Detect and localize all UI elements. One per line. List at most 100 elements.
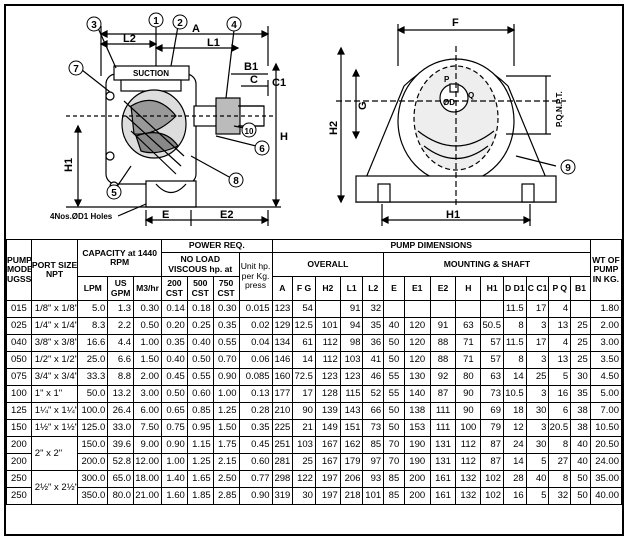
cell-unit: 0.06: [238, 351, 273, 369]
cell-g: 72.5: [292, 368, 316, 386]
cell-l2: 73: [362, 419, 385, 437]
header-mounting: MOUNTING & SHAFT: [383, 252, 591, 277]
callout-2: 2: [177, 18, 183, 29]
cell-wt: 3.00: [589, 334, 622, 352]
end-view-labels: F P ØD Q G H2 P.Q.N.P.T. H1: [328, 17, 564, 221]
cell-a: 134: [271, 334, 294, 352]
cell-b1: 40: [570, 453, 591, 471]
cell-c750: 2.15: [212, 453, 240, 471]
cell-e2: 111: [429, 419, 457, 437]
cell-model: 200: [6, 453, 32, 471]
cell-c200: 1.00: [161, 453, 188, 471]
cell-c750: 0.30: [212, 300, 240, 318]
cell-c1: 40: [525, 470, 550, 488]
cell-e1: 200: [403, 470, 431, 488]
cell-port-size: 3/4" x 3/4": [30, 368, 79, 386]
cell-model: 100: [6, 385, 32, 403]
cell-g: 14: [292, 351, 316, 369]
cell-l2: 52: [362, 385, 385, 403]
cell-e2: 161: [429, 487, 457, 505]
cell-wt: 20.50: [589, 436, 622, 454]
cell-c1: 3: [525, 351, 550, 369]
cell-d1: 18: [502, 402, 527, 420]
cell-lpm: 350.0: [77, 487, 109, 505]
cell-h1: 57: [480, 334, 504, 352]
cell-q: 27: [548, 453, 572, 471]
cell-gpm: 6.6: [107, 351, 135, 369]
callout-4: 4: [231, 20, 237, 31]
cell-wt: 5.00: [589, 385, 622, 403]
cell-c500: 0.18: [186, 300, 214, 318]
cell-h2: [314, 300, 341, 318]
cell-q: 16: [548, 385, 572, 403]
cell-e: 55: [383, 368, 405, 386]
cell-model: 250: [6, 470, 32, 488]
header-overall: OVERALL: [271, 252, 385, 277]
cell-c200: 0.65: [161, 402, 188, 420]
cell-e: 50: [383, 351, 405, 369]
dim-label-a: A: [192, 23, 200, 35]
cell-model: 025: [6, 317, 32, 335]
cell-unit: 0.45: [238, 436, 273, 454]
dim-label-f: F: [452, 17, 459, 29]
end-view-drawing: [336, 24, 566, 226]
cell-lpm: 100.0: [77, 402, 109, 420]
cell-c200: 0.20: [161, 317, 188, 335]
cell-port-size: 2½" x 2½": [30, 470, 79, 505]
cell-c200: 1.40: [161, 470, 188, 488]
cell-unit: 0.04: [238, 334, 273, 352]
cell-b1: 35: [570, 385, 591, 403]
cell-a: 319: [271, 487, 294, 505]
cell-l1: 206: [339, 470, 364, 488]
cell-model: 125: [6, 402, 32, 420]
cell-e: 70: [383, 453, 405, 471]
cell-c750: 2.85: [212, 487, 240, 505]
cell-c500: 1.85: [186, 487, 214, 505]
cell-e2: 92: [429, 368, 457, 386]
cell-unit: 0.90: [238, 487, 273, 505]
cell-c750: 1.25: [212, 402, 240, 420]
cell-h: 71: [455, 334, 482, 352]
header-h1: H1: [480, 276, 504, 301]
cell-e2: 161: [429, 470, 457, 488]
cell-c500: 1.65: [186, 470, 214, 488]
cell-port-size: 1½" x 1½": [30, 419, 79, 437]
cell-b1: 50: [570, 470, 591, 488]
cell-gpm: 13.2: [107, 385, 135, 403]
cell-q: 8: [548, 470, 572, 488]
cell-m3: 6.00: [133, 402, 163, 420]
cell-m3: 1.00: [133, 334, 163, 352]
cell-wt: 3.50: [589, 351, 622, 369]
cell-lpm: 150.0: [77, 436, 109, 454]
cell-m3: 1.50: [133, 351, 163, 369]
cell-a: 225: [271, 419, 294, 437]
dim-label-c1: C1: [272, 77, 286, 89]
header-a: A: [271, 276, 294, 301]
cell-b1: 38: [570, 419, 591, 437]
cell-h1: 87: [480, 453, 504, 471]
cell-c750: 0.35: [212, 317, 240, 335]
pump-spec-table: PUMP MODEL UGSS PORT SIZE NPT CAPACITY a…: [6, 239, 622, 505]
cell-unit: 0.085: [238, 368, 273, 386]
cell-d1: 24: [502, 436, 527, 454]
cell-h: 100: [455, 419, 482, 437]
cell-g: 61: [292, 334, 316, 352]
cell-l1: 179: [339, 453, 364, 471]
cell-l2: 85: [362, 436, 385, 454]
cell-h1: 79: [480, 419, 504, 437]
cell-unit: 0.35: [238, 419, 273, 437]
cell-c500: 0.60: [186, 385, 214, 403]
header-m3hr: M3/hr: [133, 276, 163, 301]
cell-unit: 0.60: [238, 453, 273, 471]
header-us-gpm: US GPM: [107, 276, 135, 301]
cell-e1: 138: [403, 402, 431, 420]
callout-numbers: 3 1 2 4 7 10 6 8 5 9: [73, 16, 571, 199]
cell-gpm: 80.0: [107, 487, 135, 505]
header-e2: E2: [429, 276, 457, 301]
header-b1: B1: [570, 276, 591, 301]
